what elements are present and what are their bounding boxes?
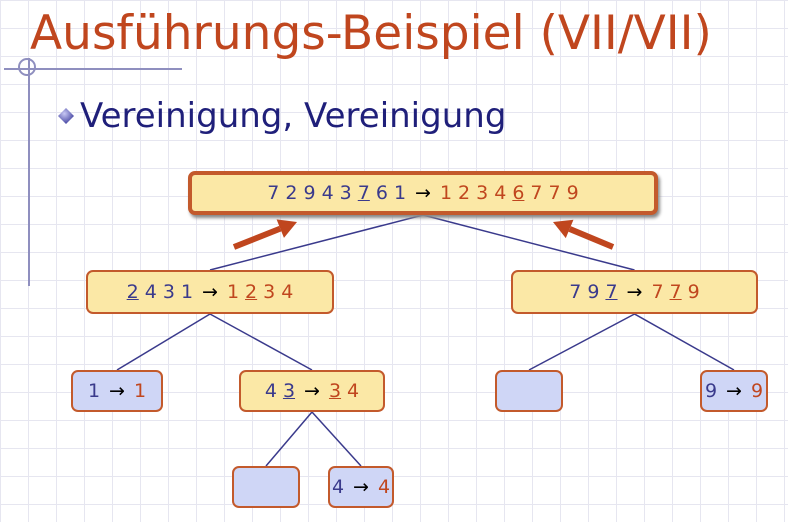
- output-digit: 4: [347, 380, 360, 402]
- tree-node-left-right-left: [232, 466, 300, 508]
- input-digit: 7: [357, 182, 370, 204]
- decor-ring: [18, 58, 36, 76]
- slide-title: Ausführungs-Beispiel (VII/VII): [30, 6, 712, 61]
- output-digit: 7: [548, 182, 561, 204]
- input-digit: 9: [587, 281, 600, 303]
- decor-line-horizontal: [4, 68, 182, 70]
- output-digit: 3: [476, 182, 489, 204]
- output-digit: 7: [669, 281, 682, 303]
- input-digit: 3: [282, 380, 296, 402]
- input-digit: 1: [393, 182, 407, 204]
- input-digit: 4: [321, 182, 334, 204]
- merge-arrow-left-shaft: [232, 225, 282, 250]
- input-digit: 2: [285, 182, 298, 204]
- bullet-item: Vereinigung, Vereinigung: [58, 96, 506, 136]
- input-digit: 7: [267, 182, 280, 204]
- tree-edge-left-left-right: [209, 313, 313, 371]
- input-digit: 9: [303, 182, 316, 204]
- output-digit: 3: [263, 281, 276, 303]
- merge-arrow-right-shaft: [568, 226, 615, 250]
- tree-edge-root-left: [209, 214, 424, 271]
- tree-node-right-left: [495, 370, 563, 412]
- output-digit: 4: [494, 182, 507, 204]
- right-arrow-icon: →: [415, 182, 431, 204]
- tree-edge-right-right-right: [634, 313, 735, 371]
- output-digit: 1: [226, 281, 240, 303]
- right-arrow-icon: →: [304, 380, 320, 402]
- input-digit: 4: [331, 476, 345, 498]
- output-digit: 6: [512, 182, 525, 204]
- output-digit: 4: [281, 281, 294, 303]
- tree-edge-left-right-left-right-right: [311, 411, 362, 467]
- tree-node-left-left: 1 → 1: [71, 370, 163, 412]
- output-digit: 2: [458, 182, 471, 204]
- tree-edge-right-right-left: [528, 313, 635, 371]
- tree-edge-left-right-left-right-left: [265, 411, 313, 467]
- output-digit: 1: [133, 380, 147, 402]
- output-digit: 9: [566, 182, 579, 204]
- input-digit: 9: [704, 380, 718, 402]
- merge-arrow-left-head: [276, 219, 297, 238]
- right-arrow-icon: →: [726, 380, 742, 402]
- right-arrow-icon: →: [109, 380, 125, 402]
- input-digit: 4: [264, 380, 277, 402]
- tree-edge-left-left-left: [116, 313, 211, 371]
- right-arrow-icon: →: [202, 281, 218, 303]
- output-digit: 9: [687, 281, 700, 303]
- output-digit: 3: [328, 380, 342, 402]
- decor-line-vertical: [28, 58, 30, 286]
- input-digit: 3: [339, 182, 352, 204]
- input-digit: 3: [162, 281, 175, 303]
- input-digit: 1: [180, 281, 194, 303]
- output-digit: 7: [651, 281, 664, 303]
- right-arrow-icon: →: [626, 281, 643, 303]
- tree-node-left-right-right: 4 → 4: [328, 466, 394, 508]
- input-digit: 2: [126, 281, 139, 303]
- input-digit: 7: [605, 281, 618, 303]
- input-digit: 6: [375, 182, 388, 204]
- output-digit: 9: [750, 380, 764, 402]
- output-digit: 4: [377, 476, 391, 498]
- output-digit: 1: [439, 182, 453, 204]
- tree-node-right-right: 9 → 9: [700, 370, 768, 412]
- right-arrow-icon: →: [353, 476, 369, 498]
- output-digit: 7: [530, 182, 543, 204]
- diamond-bullet-icon: [58, 108, 74, 124]
- merge-arrow-right-head: [553, 219, 574, 239]
- input-digit: 4: [144, 281, 157, 303]
- input-digit: 7: [569, 281, 582, 303]
- tree-edge-root-right: [422, 214, 635, 271]
- output-digit: 2: [245, 281, 258, 303]
- input-digit: 1: [87, 380, 101, 402]
- bullet-text: Vereinigung, Vereinigung: [80, 96, 507, 136]
